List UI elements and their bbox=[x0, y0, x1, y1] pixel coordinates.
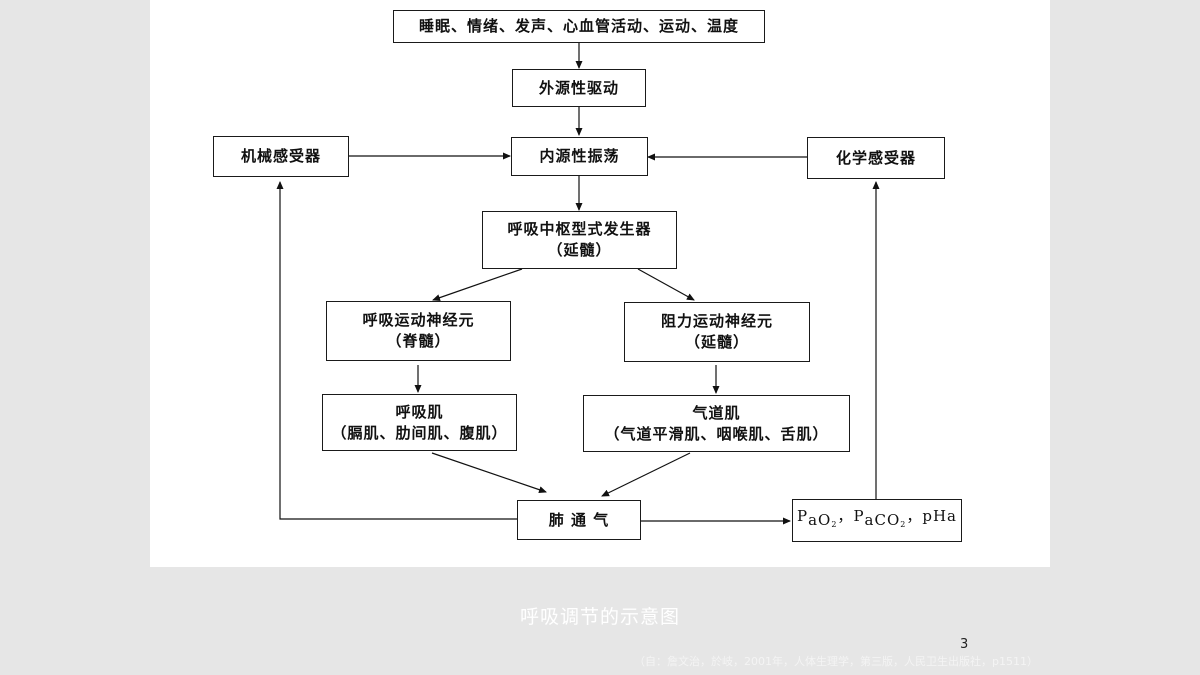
arrow-airway-to-lung bbox=[601, 452, 691, 497]
paco2-sub: aCO bbox=[864, 511, 901, 529]
resp-muscle-label-1: 呼吸肌 bbox=[395, 402, 444, 421]
cpg-label-2: （延髓） bbox=[547, 241, 612, 259]
extrinsic-drive-label: 外源性驱动 bbox=[538, 78, 619, 97]
pao2-subsub: 2 bbox=[831, 520, 838, 529]
extrinsic-drive-box: 外源性驱动 bbox=[512, 69, 646, 107]
chemoreceptor-box: 化学感受器 bbox=[807, 137, 945, 179]
mechanoreceptor-box: 机械感受器 bbox=[213, 136, 349, 177]
cpg-box: 呼吸中枢型式发生器 （延髓） bbox=[482, 211, 677, 269]
blood-gas-box: PaO2，PaCO2，pHa bbox=[792, 499, 962, 542]
arrow-cpg-to-resist-motor bbox=[637, 268, 695, 301]
source-note: （自：詹文治，於岐，2001年，人体生理学，第三版，人民卫生出版社，p1511） bbox=[634, 655, 1038, 668]
pha-label: pHa bbox=[922, 507, 957, 525]
airway-muscle-box: 气道肌 （气道平滑肌、咽喉肌、舌肌） bbox=[583, 395, 850, 452]
pao2-sub: aO bbox=[808, 511, 832, 529]
lung-ventilation-box: 肺 通 气 bbox=[517, 500, 641, 540]
resist-motor-label-1: 阻力运动神经元 bbox=[660, 312, 773, 330]
resp-motor-label-1: 呼吸运动神经元 bbox=[362, 311, 475, 329]
blood-gas-label: PaO2，PaCO2，pHa bbox=[797, 506, 957, 535]
page-number: 3 bbox=[960, 637, 969, 652]
cpg-label-1: 呼吸中枢型式发生器 bbox=[507, 220, 652, 238]
resist-motor-neuron-box: 阻力运动神经元 （延髓） bbox=[624, 302, 810, 362]
pao2-p: P bbox=[796, 507, 809, 525]
arrow-resp-muscle-to-lung bbox=[431, 452, 547, 494]
intrinsic-oscillation-box: 内源性振荡 bbox=[511, 137, 648, 176]
mechanoreceptor-label: 机械感受器 bbox=[240, 147, 321, 165]
figure-caption: 呼吸调节的示意图 bbox=[519, 606, 680, 628]
sep-2: ， bbox=[906, 507, 923, 525]
airway-muscle-label-2: （气道平滑肌、咽喉肌、舌肌） bbox=[604, 424, 829, 443]
chemoreceptor-label: 化学感受器 bbox=[835, 148, 916, 167]
resist-motor-label-2: （延髓） bbox=[684, 333, 749, 351]
airway-muscle-label-1: 气道肌 bbox=[692, 403, 741, 422]
arrow-cpg-to-resp-motor bbox=[432, 268, 523, 302]
resp-muscle-box: 呼吸肌 （膈肌、肋间肌、腹肌） bbox=[322, 394, 517, 451]
resp-muscle-label-2: （膈肌、肋间肌、腹肌） bbox=[331, 423, 508, 442]
activities-box: 睡眠、情绪、发声、心血管活动、运动、温度 bbox=[393, 10, 765, 43]
diagram-figure: 睡眠、情绪、发声、心血管活动、运动、温度 外源性驱动 机械感受器 内源性振荡 化… bbox=[150, 0, 1050, 567]
sep-1: ， bbox=[837, 507, 854, 525]
paco2-p: P bbox=[853, 507, 865, 525]
resp-motor-label-2: （脊髓） bbox=[386, 332, 451, 350]
lung-ventilation-label: 肺 通 气 bbox=[548, 510, 610, 529]
activities-label: 睡眠、情绪、发声、心血管活动、运动、温度 bbox=[418, 17, 739, 35]
resp-motor-neuron-box: 呼吸运动神经元 （脊髓） bbox=[326, 301, 511, 361]
intrinsic-oscillation-label: 内源性振荡 bbox=[539, 147, 620, 165]
diagram-connectors bbox=[276, 43, 880, 525]
arrow-lung-to-mechano bbox=[276, 181, 517, 520]
paco2-subsub: 2 bbox=[900, 520, 907, 529]
